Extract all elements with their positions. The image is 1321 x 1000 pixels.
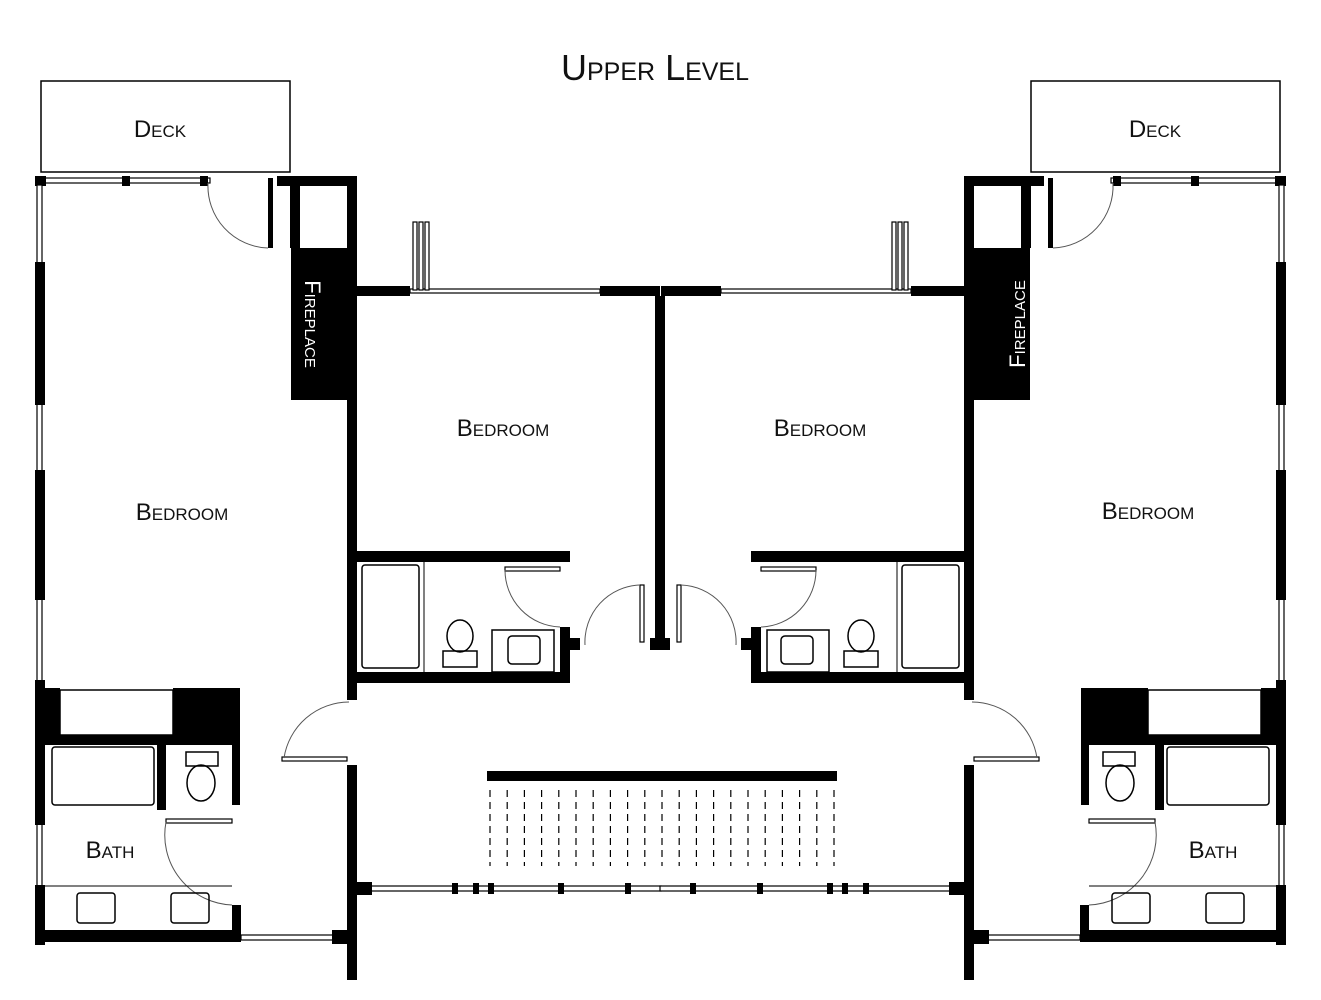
staircase (489, 790, 835, 866)
stair-rail (487, 771, 837, 781)
room-label-bedroom-right-inner: Bedroom (774, 415, 867, 442)
room-label-deck-right: Deck (1129, 116, 1182, 143)
room-label-bedroom-right-outer: Bedroom (1102, 498, 1195, 525)
room-label-bedroom-left-inner: Bedroom (457, 415, 550, 442)
room-label-fireplace-left: Fireplace (300, 280, 325, 368)
room-label-bath-right: Bath (1189, 837, 1238, 864)
page-title: Upper Level (561, 47, 749, 88)
room-label-deck-left: Deck (134, 116, 187, 143)
room-label-bedroom-left-outer: Bedroom (136, 499, 229, 526)
room-label-fireplace-right: Fireplace (1005, 280, 1030, 368)
room-label-bath-left: Bath (86, 837, 135, 864)
center-wall (655, 296, 665, 646)
